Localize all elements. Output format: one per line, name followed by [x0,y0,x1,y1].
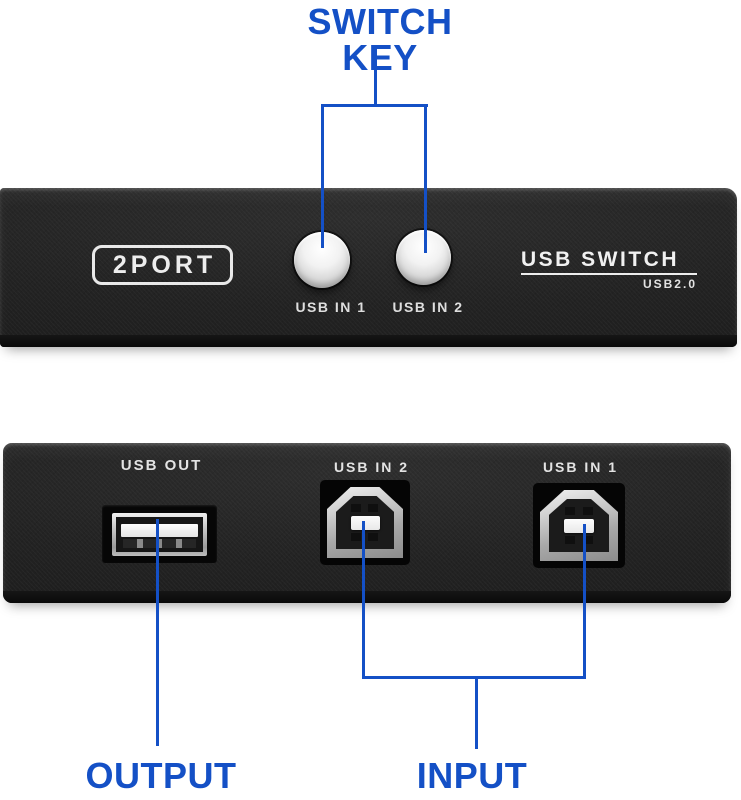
usb-a-contact [162,538,177,548]
brand-subtitle: USB2.0 [642,277,697,291]
port-count-badge: 2PORT [92,245,233,285]
callout-line-button-2 [424,104,427,253]
usb-b-contact [564,536,575,545]
usb-b-contact [564,507,575,516]
usb-a-shell [112,513,207,556]
usb-b-shell [540,490,618,561]
usb-b-contact [351,533,362,542]
usb-a-tongue [121,524,198,537]
usb-in-2-label: USB IN 2 [333,459,410,475]
usb-b-port-1 [533,483,625,568]
callout-line-input-2 [362,521,365,679]
usb-b-tongue [564,518,594,533]
callout-line-input-1 [583,524,586,679]
usb-b-opening [336,496,394,549]
usb-b-opening [549,499,609,552]
usb-a-contact [122,538,137,548]
switch-button-2 [396,230,451,285]
usb-b-contact [582,536,593,545]
input-label: INPUT [416,755,528,796]
switch-key-label: SWITCH KEY [307,1,453,78]
output-label: OUTPUT [85,755,237,796]
usb-in-1-label: USB IN 1 [542,459,619,475]
callout-line-switch-key-stem [374,46,377,106]
brand-title: USB SWITCH [521,249,697,275]
rear-panel-bottom-edge [3,591,731,603]
rear-panel-photo: USB OUT USB IN 2 USB IN 1 [3,443,731,603]
front-panel-photo: 2PORT USB IN 1 USB IN 2 USB SWITCH USB2.… [0,188,737,347]
usb-b-shell [327,487,403,558]
front-panel-bottom-edge [0,335,737,347]
usb-b-contact [351,504,362,513]
usb-a-contacts [122,538,197,548]
usb-b-tongue [350,515,380,530]
callout-line-output [156,519,159,746]
usb-a-opening [116,517,203,552]
brand-block: USB SWITCH USB2.0 [521,249,697,290]
callout-line-switch-key-bridge [321,104,428,107]
switch-button-1-label: USB IN 1 [295,299,367,315]
usb-b-port-2 [320,480,410,565]
usb-b-contact [368,504,379,513]
callout-line-input-stem [475,679,478,749]
switch-button-2-label: USB IN 2 [392,299,464,315]
usb-b-contact [582,507,593,516]
usb-out-label: USB OUT [120,457,203,474]
usb-b-contact [368,533,379,542]
usb-a-contact [142,538,157,548]
callout-line-button-1 [321,104,324,248]
usb-a-port [102,505,217,563]
usb-a-contact [182,538,197,548]
callout-line-input-bridge [362,676,586,679]
